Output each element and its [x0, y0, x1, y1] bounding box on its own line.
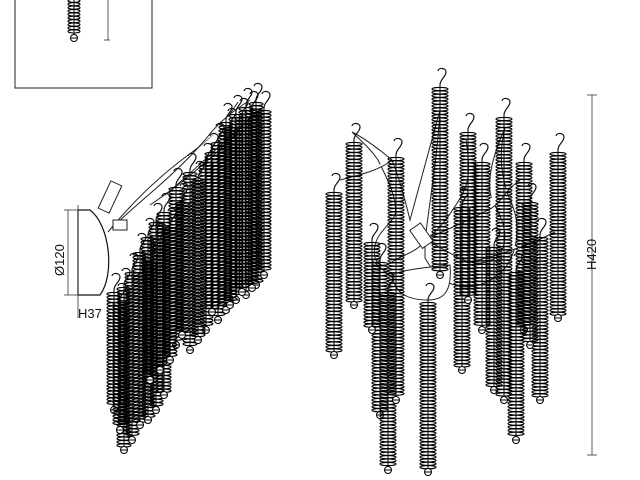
crystal-strand: [531, 217, 549, 404]
crystal-strand: [204, 132, 220, 316]
crystal-strand: [142, 242, 158, 384]
crystal-strand: [244, 90, 260, 292]
crystal-strand: [222, 107, 238, 309]
depth-label: H37: [78, 306, 102, 321]
side-view: Ø120 H37: [52, 82, 272, 454]
depth-dimension: H37: [77, 300, 102, 321]
crystal-strand: [67, 0, 81, 42]
diameter-dimension: Ø120: [52, 209, 78, 296]
crystal-strand: [549, 132, 567, 322]
height-label: H420: [584, 239, 599, 270]
detail-inset: [14, 0, 153, 89]
height-dimension: H420: [584, 94, 599, 456]
crystal-strand: [473, 142, 491, 334]
front-view: H420: [325, 67, 599, 476]
crystal-strand: [363, 222, 381, 334]
crystal-strand: [124, 252, 140, 444]
inset-crystal-strand: [67, 0, 81, 42]
crystal-strand: [182, 152, 198, 354]
crystal-strand: [325, 172, 343, 359]
crystal-strand: [459, 112, 477, 304]
crystal-strand: [419, 282, 437, 476]
side-crystal-strands: [106, 82, 272, 454]
crystal-strand: [521, 182, 539, 349]
crystal-strand: [345, 122, 363, 309]
crystal-strand: [431, 67, 449, 279]
crystal-strand: [162, 207, 178, 364]
crystal-strand: [387, 137, 405, 404]
crystal-strand: [485, 227, 503, 394]
crystal-strand: [112, 282, 128, 434]
side-socket: [97, 180, 128, 231]
front-crystal-strands: [325, 67, 567, 476]
diameter-label: Ø120: [52, 244, 67, 276]
crystal-strand: [174, 182, 190, 339]
crystal-strand: [234, 97, 250, 296]
front-socket: [409, 222, 434, 250]
crystal-strand: [256, 90, 272, 279]
wall-canopy: [77, 205, 110, 300]
